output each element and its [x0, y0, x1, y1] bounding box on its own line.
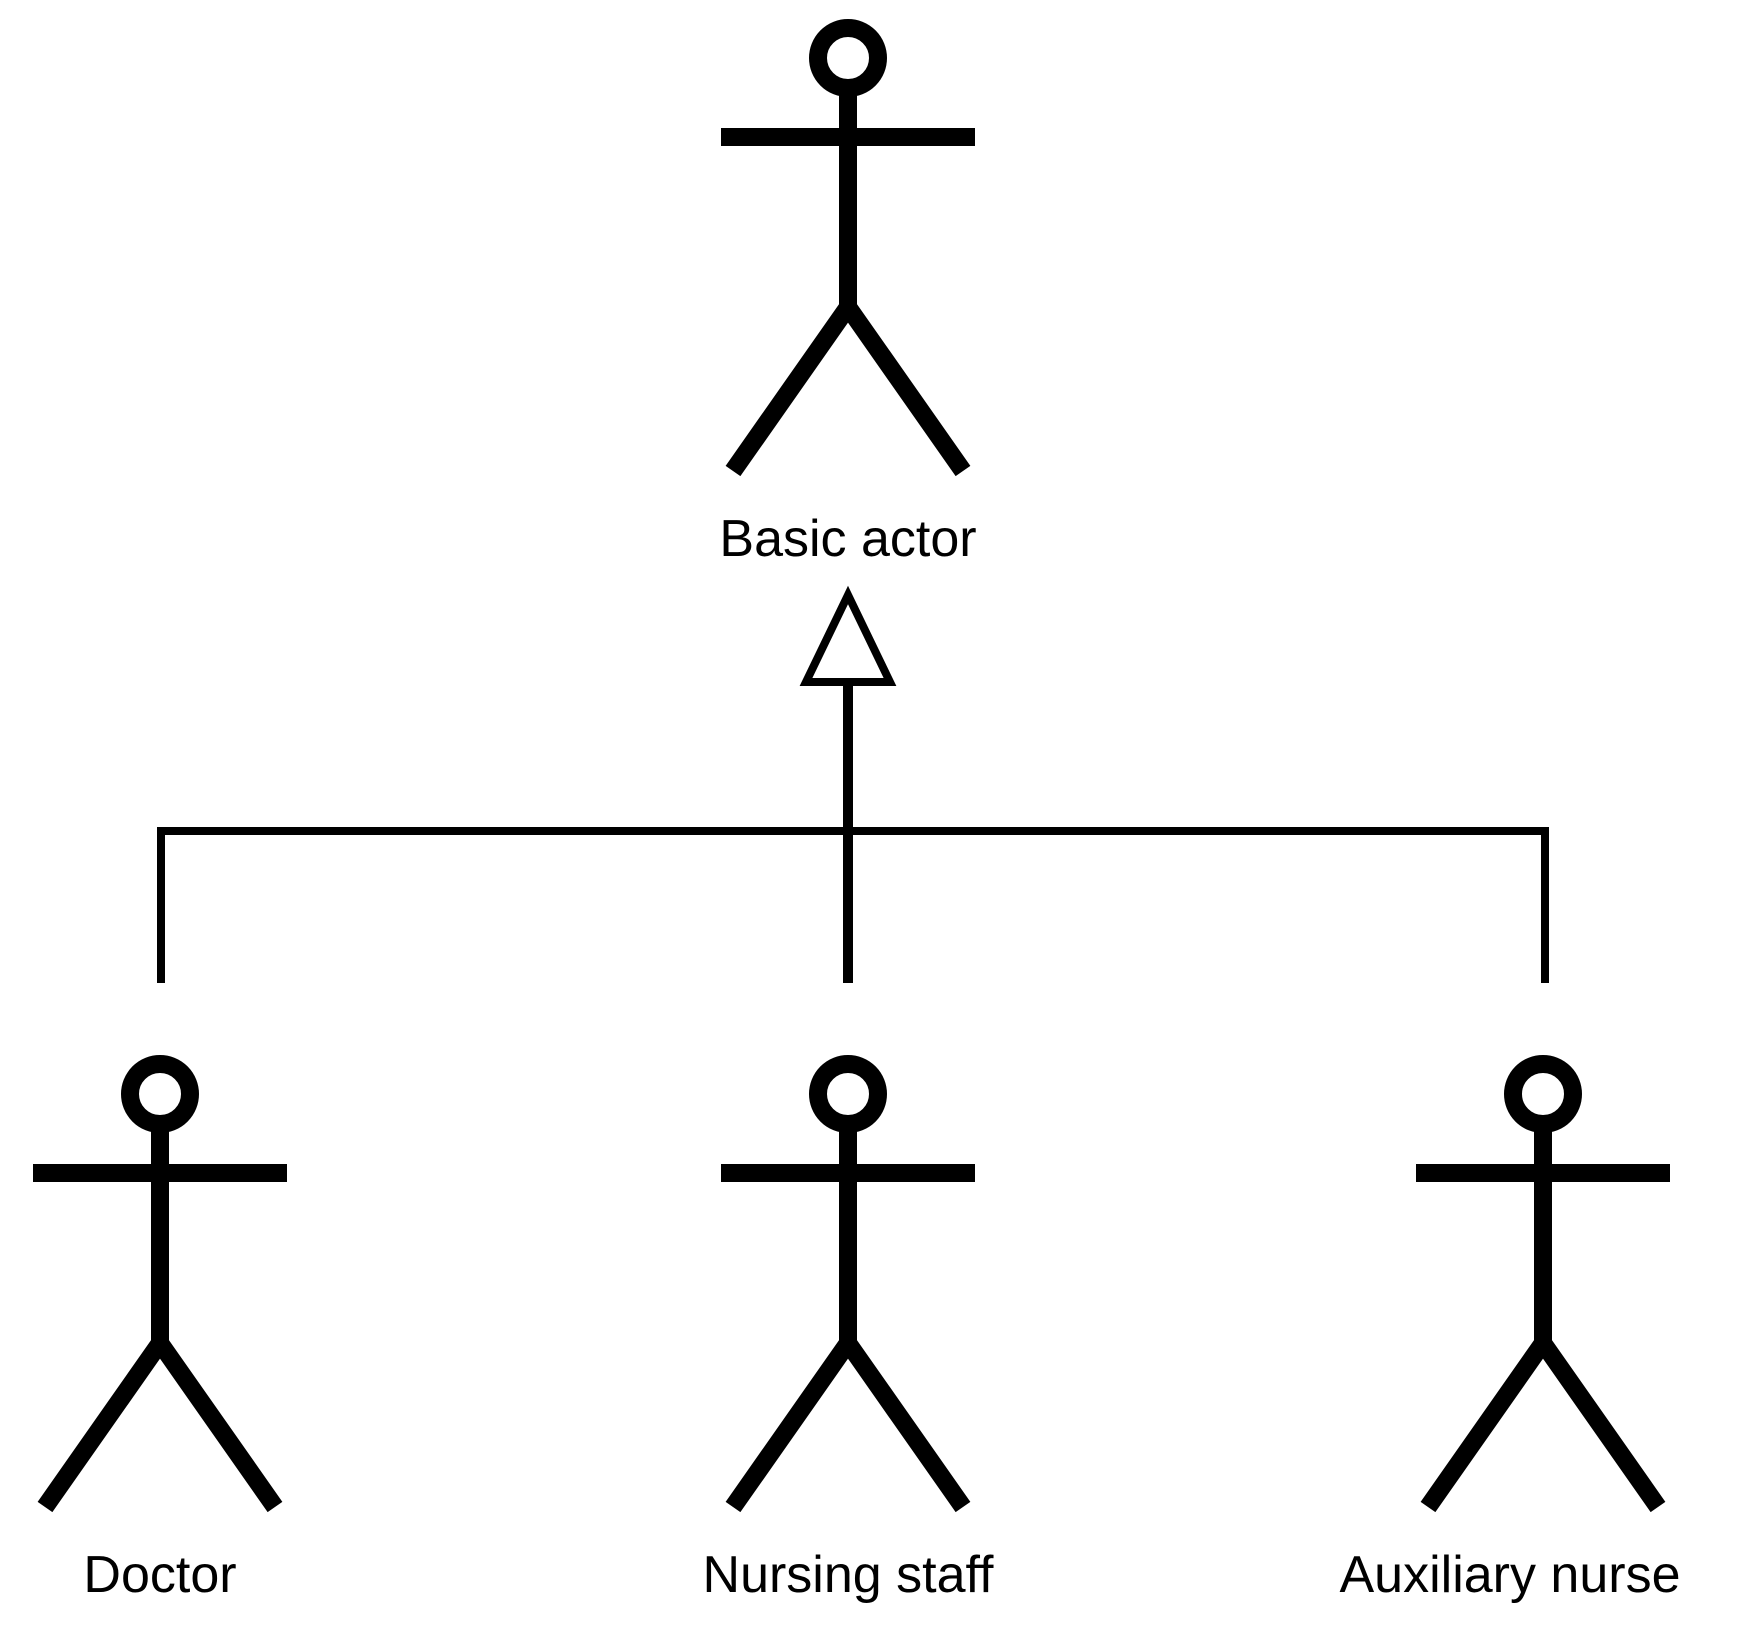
- auxiliary-nurse-label: Auxiliary nurse: [1339, 1546, 1680, 1604]
- doctor-label: Doctor: [83, 1546, 236, 1604]
- basic-actor-label: Basic actor: [719, 510, 976, 568]
- generalization-arrow: [799, 585, 897, 983]
- auxiliary-nurse-figure: [1416, 1064, 1670, 1507]
- stick-figure-icon: [721, 28, 975, 471]
- basic-actor-figure: [721, 28, 975, 471]
- stick-figure-icon: [1416, 1064, 1670, 1507]
- nursing-staff-figure: [721, 1064, 975, 1507]
- nursing-staff-label: Nursing staff: [703, 1546, 995, 1604]
- stick-figure-icon: [33, 1064, 287, 1507]
- stick-figure-icon: [721, 1064, 975, 1507]
- generalization-arrowhead-icon: [799, 585, 897, 686]
- doctor-figure: [33, 1064, 287, 1507]
- children-bracket-connector: [157, 827, 1549, 983]
